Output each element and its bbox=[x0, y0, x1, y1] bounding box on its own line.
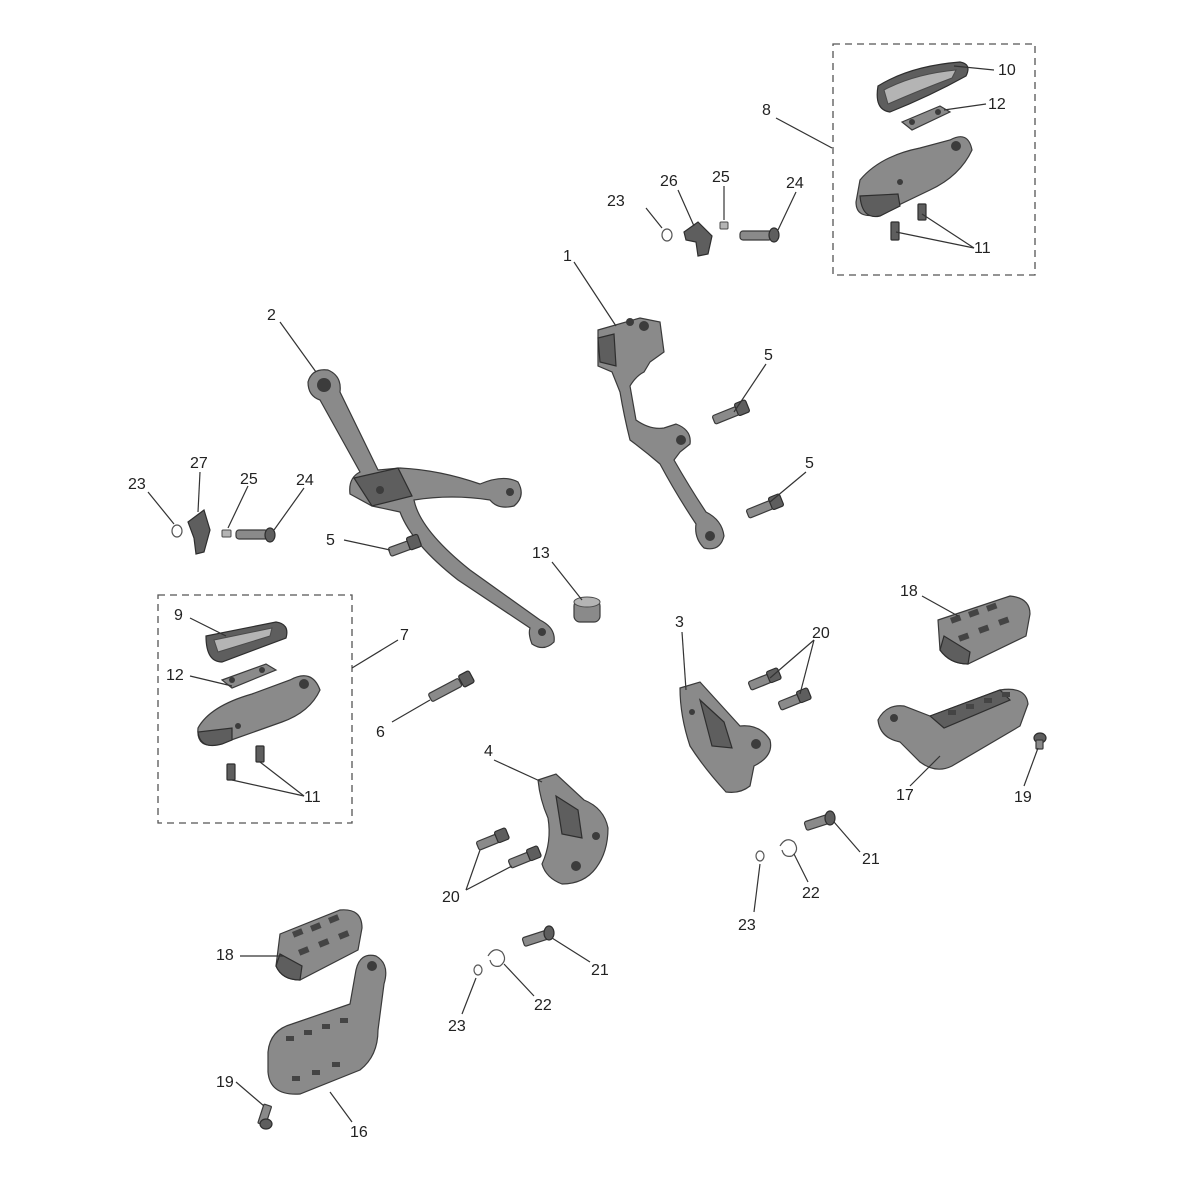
part-12-plate-right bbox=[900, 105, 952, 131]
label-23a: 23 bbox=[607, 193, 625, 210]
part-21-pin-left bbox=[521, 925, 555, 947]
group-box-8 bbox=[832, 43, 1036, 276]
label-22a: 22 bbox=[802, 885, 820, 902]
label-25b: 25 bbox=[240, 471, 258, 488]
label-26: 26 bbox=[660, 173, 678, 190]
part-10-rubber-pad-right bbox=[876, 61, 969, 113]
label-5a: 5 bbox=[764, 347, 773, 364]
group-box-7 bbox=[157, 594, 353, 824]
label-11b: 11 bbox=[304, 789, 321, 806]
part-footpeg-body-right bbox=[855, 136, 973, 218]
part-5-bolt-c bbox=[387, 533, 422, 557]
label-21a: 21 bbox=[862, 851, 880, 868]
label-10: 10 bbox=[998, 62, 1016, 79]
part-25-washer-a bbox=[719, 221, 729, 230]
label-5b: 5 bbox=[805, 455, 814, 472]
part-20-bolt-left-b bbox=[508, 845, 542, 869]
part-20-bolt-right-b bbox=[778, 687, 812, 711]
part-27-clip-left bbox=[187, 509, 211, 555]
part-23-ring-c bbox=[755, 850, 765, 862]
label-9: 9 bbox=[174, 607, 183, 624]
label-24b: 24 bbox=[296, 472, 314, 489]
label-20b: 20 bbox=[442, 889, 460, 906]
label-6: 6 bbox=[376, 724, 385, 741]
part-1-right-hanger bbox=[597, 317, 725, 550]
label-8: 8 bbox=[762, 102, 771, 119]
label-19a: 19 bbox=[1014, 789, 1032, 806]
label-1: 1 bbox=[563, 248, 572, 265]
part-21-pin-right bbox=[803, 810, 836, 831]
label-18b: 18 bbox=[216, 947, 234, 964]
part-16-footpeg-left bbox=[267, 954, 387, 1095]
label-23c: 23 bbox=[738, 917, 756, 934]
label-18a: 18 bbox=[900, 583, 918, 600]
label-23d: 23 bbox=[448, 1018, 466, 1035]
part-23-ring-b bbox=[171, 524, 183, 538]
part-3-right-heel-plate bbox=[679, 681, 772, 793]
part-26-clip-right bbox=[683, 221, 713, 257]
label-7: 7 bbox=[400, 627, 409, 644]
label-5c: 5 bbox=[326, 532, 335, 549]
part-23-ring-a bbox=[661, 228, 673, 242]
label-20a: 20 bbox=[812, 625, 830, 642]
label-21b: 21 bbox=[591, 962, 609, 979]
label-27: 27 bbox=[190, 455, 208, 472]
part-4-left-heel-plate bbox=[537, 773, 609, 885]
part-11-screws-left bbox=[226, 745, 265, 781]
label-24a: 24 bbox=[786, 175, 804, 192]
label-2: 2 bbox=[267, 307, 276, 324]
label-17: 17 bbox=[896, 787, 914, 804]
part-2-left-hanger bbox=[307, 369, 555, 649]
part-25-washer-b bbox=[221, 529, 232, 538]
label-22b: 22 bbox=[534, 997, 552, 1014]
callout-labels: 1 2 3 4 5 5 5 6 7 8 9 10 11 11 12 12 13 … bbox=[128, 62, 1032, 1141]
label-11a: 11 bbox=[974, 240, 991, 257]
part-5-bolt-b bbox=[746, 493, 784, 519]
part-24-pin-a bbox=[739, 227, 780, 243]
label-19b: 19 bbox=[216, 1074, 234, 1091]
label-3: 3 bbox=[675, 614, 684, 631]
part-18-tread-left bbox=[275, 909, 363, 981]
label-4: 4 bbox=[484, 743, 493, 760]
part-23-ring-d bbox=[473, 964, 483, 976]
part-5-bolt-a bbox=[712, 399, 750, 425]
part-9-rubber-pad-left bbox=[205, 621, 288, 663]
label-25a: 25 bbox=[712, 169, 730, 186]
leader-lines bbox=[147, 65, 1039, 1123]
part-footpeg-body-left bbox=[197, 675, 321, 747]
part-20-bolt-left-a bbox=[476, 827, 510, 851]
part-6-bolt bbox=[428, 670, 475, 702]
label-12a: 12 bbox=[988, 96, 1006, 113]
part-18-tread-right bbox=[937, 595, 1031, 665]
part-12-plate-left bbox=[220, 663, 278, 689]
part-24-pin-b bbox=[235, 527, 276, 543]
label-16: 16 bbox=[350, 1124, 368, 1141]
part-13-bushing bbox=[573, 596, 601, 623]
part-20-bolt-right-a bbox=[748, 667, 782, 691]
part-17-footpeg-right bbox=[877, 688, 1029, 770]
label-12b: 12 bbox=[166, 667, 184, 684]
label-13: 13 bbox=[532, 545, 550, 562]
part-22-spring-left bbox=[487, 949, 506, 967]
label-23b: 23 bbox=[128, 476, 146, 493]
part-19-screw-left bbox=[257, 1103, 273, 1130]
part-22-spring-right bbox=[779, 839, 798, 857]
part-19-screw-right bbox=[1033, 732, 1047, 750]
